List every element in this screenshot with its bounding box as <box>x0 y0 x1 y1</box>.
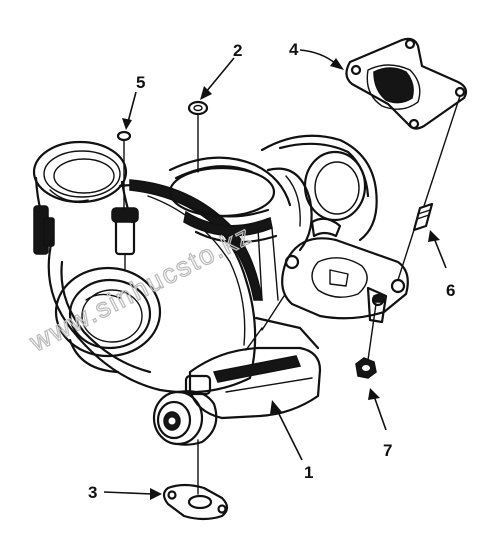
callout-labels: 1 2 3 4 5 6 7 <box>88 40 455 502</box>
stud <box>412 202 434 232</box>
turbocharger-assembly <box>32 134 409 446</box>
callout-7: 7 <box>383 441 392 460</box>
callout-5: 5 <box>136 73 145 92</box>
callout-4: 4 <box>289 40 299 59</box>
callout-3: 3 <box>88 483 97 502</box>
callout-1: 1 <box>304 463 313 482</box>
bearing-housing <box>168 156 292 301</box>
flange-bracket <box>366 286 388 324</box>
drain-gasket <box>162 483 229 521</box>
nut <box>355 357 377 379</box>
alignment-lines <box>123 95 461 495</box>
exhaust-gasket <box>345 37 468 130</box>
callout-2: 2 <box>233 41 242 60</box>
oil-drain-body <box>152 316 322 446</box>
compressor-inlet <box>32 140 134 255</box>
compressor-housing <box>47 179 263 394</box>
o-ring-small <box>116 130 132 142</box>
turbine-housing <box>260 134 378 252</box>
callout-6: 6 <box>446 281 455 300</box>
turbine-outlet-flange <box>261 237 409 331</box>
o-ring-top <box>187 100 209 116</box>
callout-leaders <box>103 49 447 500</box>
